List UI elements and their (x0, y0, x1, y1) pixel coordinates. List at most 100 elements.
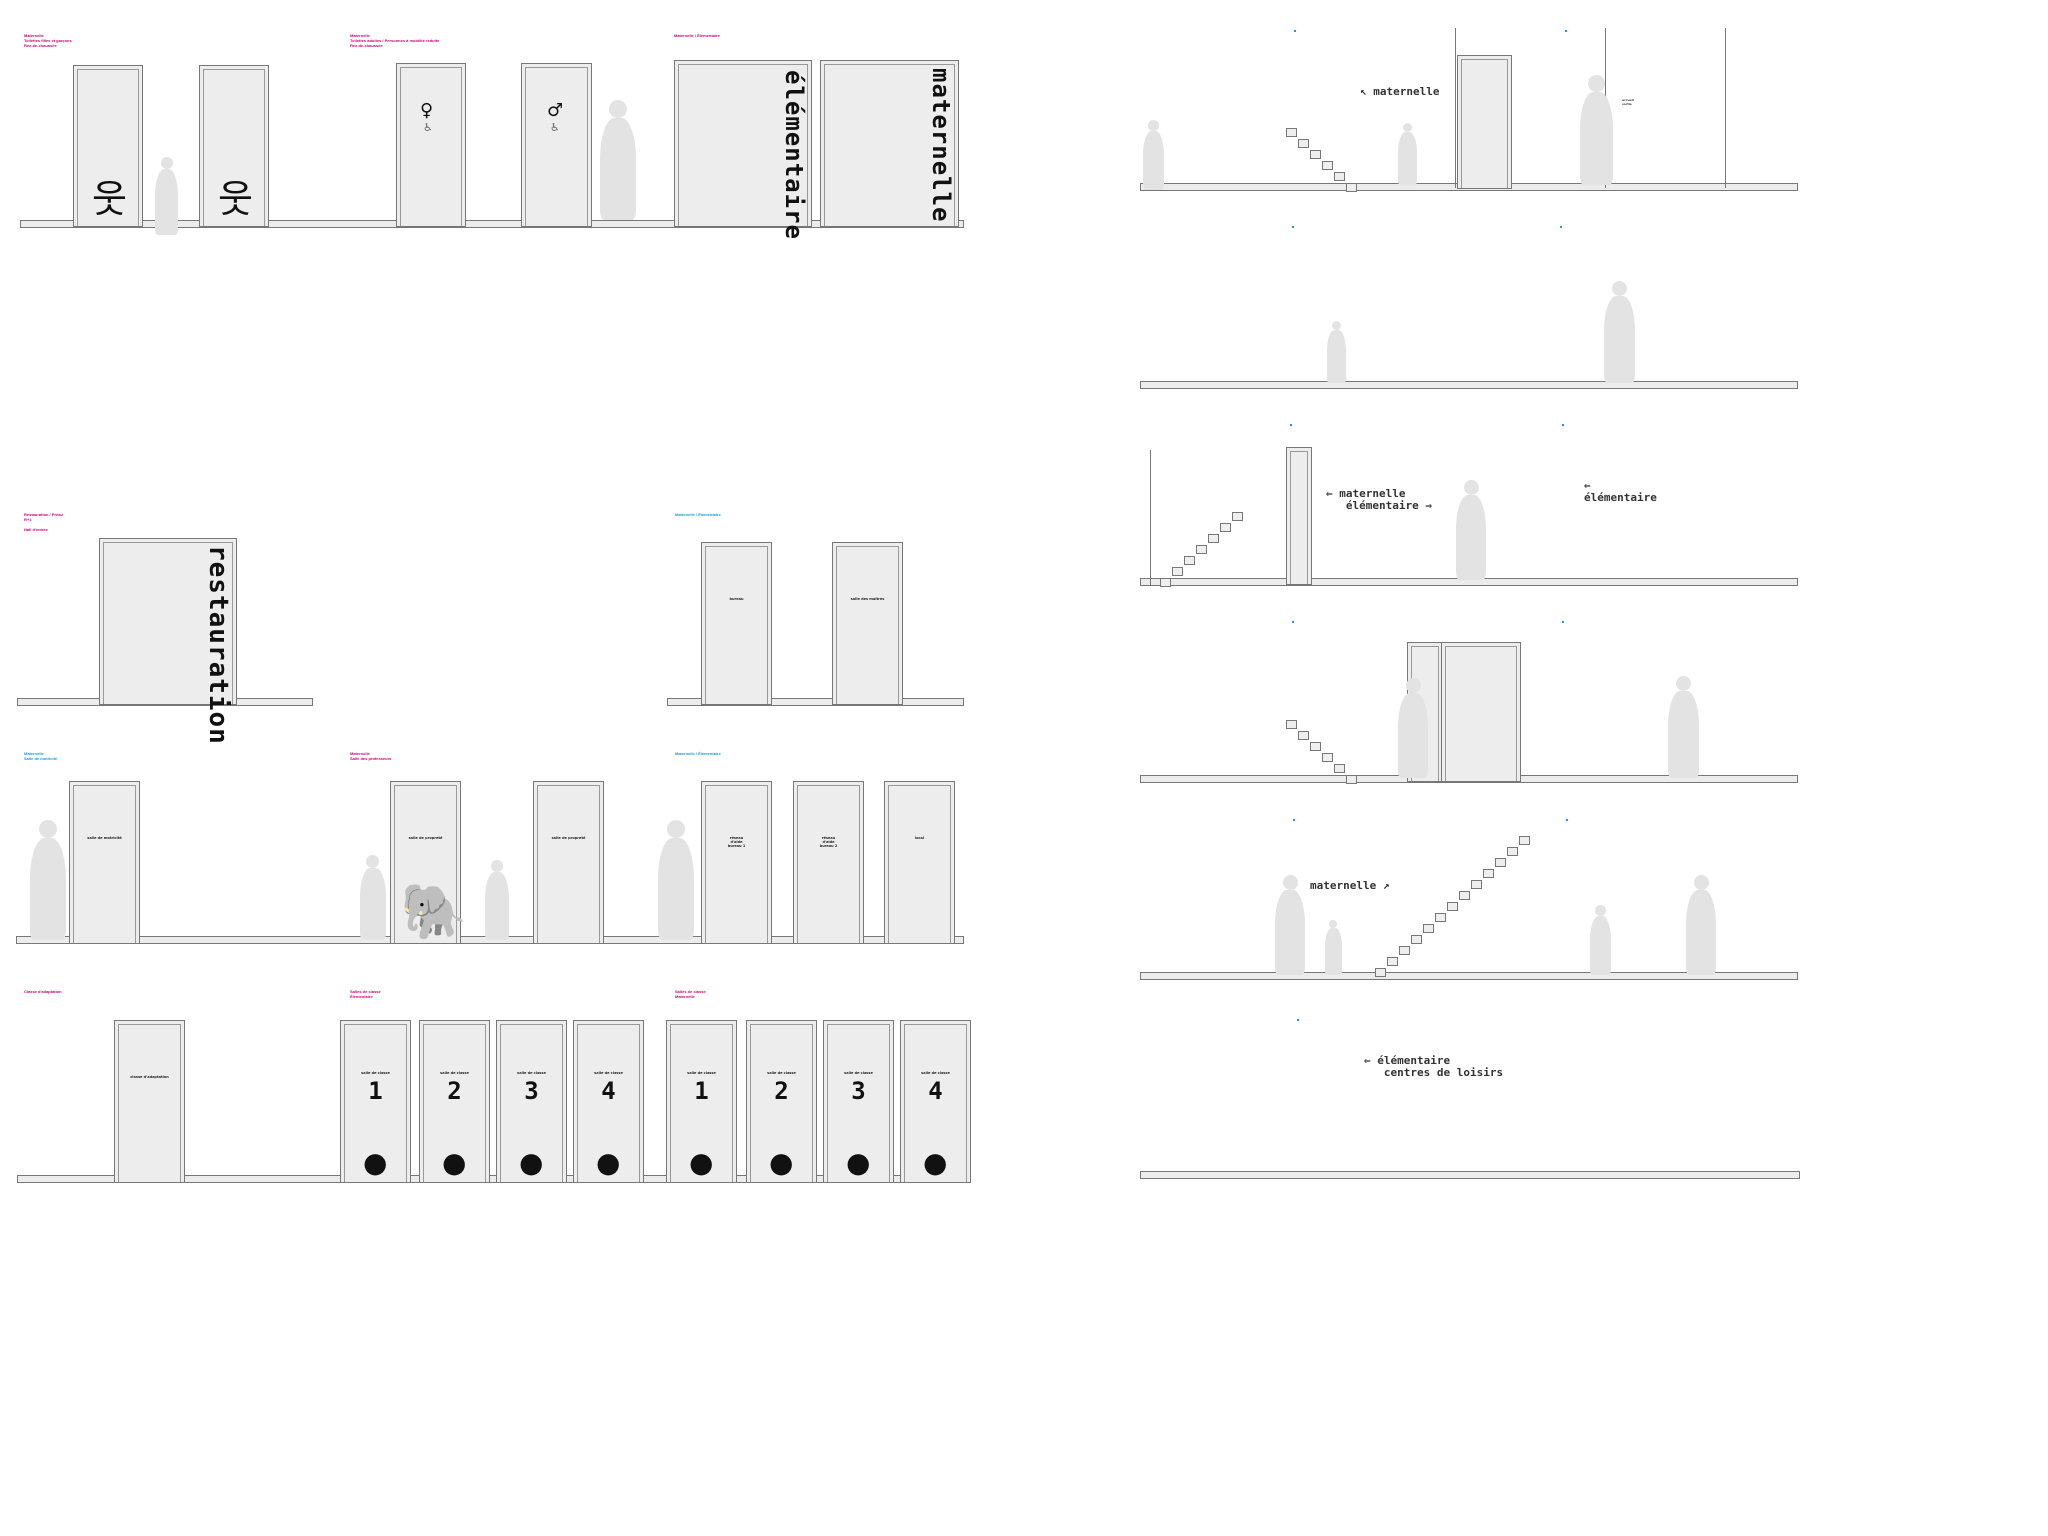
stair-step (1208, 534, 1219, 543)
door-label: salle de classe (517, 1071, 546, 1075)
caption-row3-a: Maternelle Salle de motricité (24, 751, 58, 761)
wall-line-3 (1150, 450, 1151, 585)
stair-step (1334, 172, 1345, 181)
wayfinding-elementaire: ⇐ élémentaire (1584, 479, 1657, 504)
wall-line-0 (1455, 28, 1456, 188)
door-label: salle de classe (921, 1071, 950, 1075)
door-21: salle de classe 2 ● (746, 1020, 817, 1183)
stair-step (1220, 523, 1231, 532)
apple-pictogram-icon: ● (519, 1146, 544, 1179)
person-silhouette-14 (1275, 875, 1305, 975)
caption-row2-b: Maternelle / Élémentaire (675, 512, 721, 517)
person-silhouette-2 (30, 820, 66, 940)
door-label: salle de classe (844, 1071, 873, 1075)
person-silhouette-0 (155, 157, 179, 235)
door-label: réseau d'aide bureau 1 (727, 836, 746, 848)
stair-step (1298, 731, 1309, 740)
section-marker (1292, 621, 1294, 623)
stair-step (1310, 742, 1321, 751)
door-14: local (884, 781, 955, 944)
stair-step (1399, 946, 1410, 955)
stair-step (1387, 957, 1398, 966)
apple-pictogram-icon: ● (846, 1146, 871, 1179)
person-silhouette-15 (1325, 920, 1342, 975)
stair-step (1411, 935, 1422, 944)
person-silhouette-8 (1580, 75, 1613, 185)
section-marker (1562, 424, 1564, 426)
door-22: salle de classe 3 ● (823, 1020, 894, 1183)
apple-pictogram-icon: ● (442, 1146, 467, 1179)
apple-pictogram-icon: ● (923, 1146, 948, 1179)
caption-row4-b: Salles de classe Élémentaire (350, 989, 381, 999)
door-11: salle de propreté (533, 781, 604, 944)
door-label: salle de propreté (551, 836, 586, 840)
door-17: salle de classe 2 ● (419, 1020, 490, 1183)
section-marker (1560, 226, 1562, 228)
person-silhouette-16 (1590, 905, 1611, 975)
stair-step (1435, 913, 1446, 922)
person-silhouette-4 (485, 860, 509, 940)
stair-step (1286, 128, 1297, 137)
door-13: réseau d'aide bureau 2 (793, 781, 864, 944)
room-number: 2 (774, 1077, 789, 1105)
sign-restauration-vertical: restauration (203, 545, 233, 745)
door-label: réseau d'aide bureau 2 (819, 836, 838, 848)
door-6 (99, 538, 237, 705)
sign-maternelle-vertical: maternelle (927, 68, 955, 223)
person-silhouette-9 (1327, 321, 1346, 383)
door-label: salle de classe (767, 1071, 796, 1075)
floor-line-9 (1140, 972, 1798, 980)
room-number: 4 (601, 1077, 616, 1105)
child-pictogram-icon: 웃 (92, 177, 127, 221)
apple-pictogram-icon: ● (363, 1146, 388, 1179)
door-8: salle des maîtres (832, 542, 903, 705)
door-3 (521, 63, 592, 227)
section-marker (1566, 819, 1568, 821)
caption-row1-a: Maternelle Toilettes filles et garçons R… (24, 33, 72, 48)
small-note: accueil sortie (1622, 98, 1634, 106)
sign-elementaire-vertical: élémentaire (780, 70, 808, 240)
caption-row1-b: Maternelle Toilettes adultes / Personnes… (350, 33, 440, 48)
section-marker (1565, 30, 1567, 32)
wayfinding-elementaire-loisirs: ⇐ élémentaire centres de loisirs (1364, 1054, 1504, 1079)
stair-step (1483, 869, 1494, 878)
stair-step (1322, 161, 1333, 170)
person-silhouette-13 (1668, 676, 1699, 778)
door-10: salle de propreté (390, 781, 461, 944)
caption-row3-b: Maternelle Salle des professeurs (350, 751, 392, 761)
stair-step (1346, 183, 1357, 192)
person-silhouette-5 (658, 820, 694, 940)
door-2 (396, 63, 466, 227)
room-number: 3 (851, 1077, 866, 1105)
wayfinding-maternelle-1: ↖ maternelle (1360, 85, 1440, 98)
room-number: 3 (524, 1077, 539, 1105)
door-label: salle de classe (361, 1071, 390, 1075)
floor-line-10 (1140, 1171, 1800, 1179)
stair-step (1507, 847, 1518, 856)
door-label: salle de classe (440, 1071, 469, 1075)
stair-step (1172, 567, 1183, 576)
room-number: 4 (928, 1077, 943, 1105)
male-icon: ♂ (547, 100, 564, 121)
child-pictogram-icon-2: 웃 (218, 177, 253, 221)
wall-line-2 (1725, 28, 1726, 188)
apple-pictogram-icon: ● (769, 1146, 794, 1179)
stair-step (1232, 512, 1243, 521)
door-15: classe d'adaptation (114, 1020, 185, 1183)
room-number: 2 (447, 1077, 462, 1105)
door-18: salle de classe 3 ● (496, 1020, 567, 1183)
stair-step (1346, 775, 1357, 784)
female-icon: ♀ (420, 100, 434, 121)
accessible-icon: ♿ (423, 121, 433, 134)
caption-row2-a: Restauration / Préau R+1 Hall d'entrée (24, 512, 63, 532)
caption-row1-c: Maternelle / Élémentaire (674, 33, 720, 38)
room-number: 1 (694, 1077, 709, 1105)
stair-step (1184, 556, 1195, 565)
door-1 (199, 65, 269, 227)
stair-step (1286, 720, 1297, 729)
floor-line-0 (20, 220, 964, 228)
floor-line-2 (667, 698, 964, 706)
section-marker (1292, 226, 1294, 228)
